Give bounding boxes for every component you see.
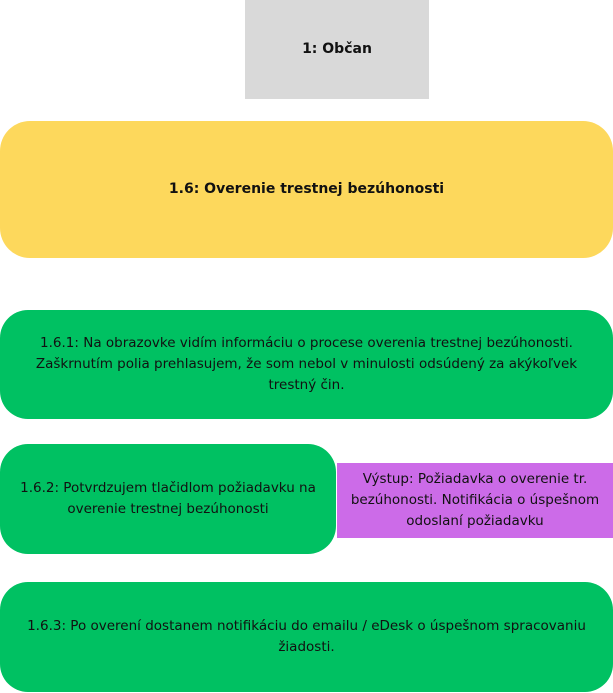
step-box-1-6-2: 1.6.2: Potvrdzujem tlačidlom požiadavku … — [0, 444, 336, 554]
epic-label: 1.6: Overenie trestnej bezúhonosti — [168, 181, 445, 197]
step-box-1-6-3: 1.6.3: Po overení dostanem notifikáciu d… — [0, 582, 613, 692]
step-label-1-6-3: 1.6.3: Po overení dostanem notifikáciu d… — [27, 618, 586, 655]
step-label-1-6-2: 1.6.2: Potvrdzujem tlačidlom požiadavku … — [20, 480, 316, 517]
actor-box: 1: Občan — [245, 0, 429, 99]
output-label: Výstup: Požiadavka o overenie tr. bezúho… — [350, 471, 600, 529]
actor-label: 1: Občan — [302, 41, 372, 57]
epic-box: 1.6: Overenie trestnej bezúhonosti — [0, 121, 613, 258]
output-box: Výstup: Požiadavka o overenie tr. bezúho… — [337, 463, 613, 538]
step-label-1-6-1: 1.6.1: Na obrazovke vidím informáciu o p… — [35, 335, 578, 393]
step-box-1-6-1: 1.6.1: Na obrazovke vidím informáciu o p… — [0, 310, 613, 419]
